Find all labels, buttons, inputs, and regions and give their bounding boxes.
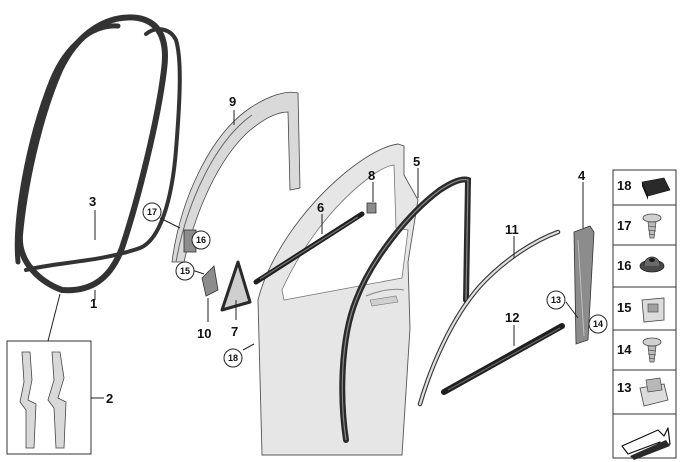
- leader-lines: [94, 110, 584, 351]
- callout-12: 12: [505, 310, 519, 325]
- circled-callout-18: 18: [223, 348, 243, 368]
- b-pillar-trim: [573, 225, 595, 345]
- circled-callout-16: 16: [191, 230, 211, 250]
- small-clip-part: [366, 202, 377, 214]
- circled-callout-15: 15: [175, 261, 195, 281]
- svg-text:13: 13: [551, 295, 561, 305]
- callout-10: 10: [197, 326, 211, 341]
- fastener-legend: 18 17 16 15 14: [612, 169, 677, 460]
- mirror-corner-trim: [201, 265, 219, 297]
- foam-pad-icon: [641, 177, 671, 200]
- door-panel: [257, 143, 419, 456]
- callout-4: 4: [578, 168, 586, 183]
- callout-5: 5: [413, 154, 420, 169]
- circled-callout-14: 14: [588, 314, 608, 334]
- circled-callouts: 17 16 15 18 13 14: [142, 202, 608, 368]
- callout-labels: 1 2 3 4 5 6 7 8 9 10 11 12: [89, 94, 586, 406]
- legend-label-13: 13: [617, 380, 631, 395]
- legend-label-14: 14: [617, 342, 632, 357]
- callout-9: 9: [229, 94, 236, 109]
- window-frame-seal: [339, 176, 472, 443]
- callout-1: 1: [90, 296, 97, 311]
- part-2-inset: [6, 293, 104, 455]
- svg-text:15: 15: [180, 266, 190, 276]
- door-opening-seal: [14, 14, 182, 294]
- grommet-icon: [639, 256, 665, 273]
- window-channel-strip: [253, 211, 365, 285]
- legend-label-17: 17: [617, 218, 631, 233]
- direction-arrow-icon: [621, 427, 671, 460]
- svg-text:14: 14: [593, 319, 603, 329]
- trim-strip-left: [19, 351, 37, 449]
- circled-callout-17: 17: [142, 202, 162, 222]
- callout-7: 7: [231, 324, 238, 339]
- legend-label-18: 18: [617, 178, 631, 193]
- svg-text:18: 18: [228, 353, 238, 363]
- callout-2: 2: [106, 391, 113, 406]
- callout-3: 3: [89, 194, 96, 209]
- screw-icon-17: [642, 213, 662, 239]
- circled-callout-13: 13: [546, 290, 566, 310]
- screw-icon-14: [642, 337, 662, 363]
- legend-label-16: 16: [617, 258, 631, 273]
- svg-text:16: 16: [196, 235, 206, 245]
- svg-text:17: 17: [147, 207, 157, 217]
- clip-nut-icon-13: [639, 377, 669, 407]
- callout-8: 8: [368, 168, 375, 183]
- trim-strip-right: [47, 351, 67, 449]
- callout-6: 6: [317, 200, 324, 215]
- callout-11: 11: [505, 222, 519, 237]
- legend-label-15: 15: [617, 300, 631, 315]
- a-pillar-trim: [171, 91, 301, 263]
- clip-nut-icon-15: [641, 297, 665, 323]
- door-bottom-seal: [441, 323, 565, 395]
- long-trim-strip: [417, 229, 561, 407]
